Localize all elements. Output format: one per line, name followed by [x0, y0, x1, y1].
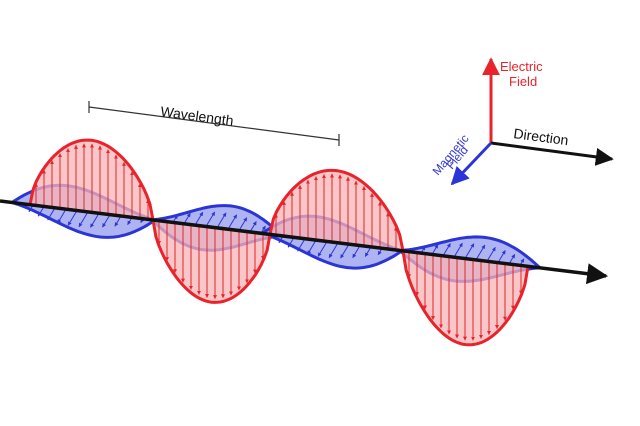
magnetic-field-vector [340, 243, 350, 259]
magnetic-field-vector [183, 212, 191, 225]
electric-lobe [268, 168, 405, 253]
electric-field-wave [28, 138, 530, 347]
electric-field-label-line1: Electric [500, 59, 543, 74]
magnetic-field-vector [486, 247, 496, 262]
magnetic-field-vector [431, 244, 439, 255]
direction-axis [490, 141, 614, 166]
electric-field-label-line2: Field [509, 74, 537, 89]
magnetic-field-vector [453, 242, 463, 258]
magnetic-field-vector [57, 208, 67, 224]
magnetic-field-vector [249, 221, 257, 233]
magnetic-field-vector [475, 244, 486, 261]
magnetic-field-vector [497, 250, 506, 263]
magnetic-field-axis [450, 141, 493, 186]
magnetic-field-vector [67, 210, 78, 226]
magnetic-field-vector [464, 243, 475, 259]
wavelength-bracket: Wavelength [88, 101, 340, 146]
magnetic-field-vector [78, 211, 89, 228]
electric-lobe [151, 218, 272, 304]
magnetic-field-vector [227, 214, 238, 230]
electric-lobe [28, 138, 155, 222]
propagation-axis [0, 199, 609, 285]
magnetic-field-vector [442, 243, 451, 257]
magnetic-field-vector [238, 217, 248, 231]
magnetic-field-vector [114, 215, 122, 227]
magnetic-field-vector [102, 214, 111, 228]
direction-label: Direction [513, 125, 570, 148]
magnetic-field-vector [90, 212, 100, 228]
magnetic-field-vector [194, 211, 204, 226]
axes-legend: Electric Field Direction Magnetic Field [430, 57, 614, 186]
magnetic-field-vector [352, 245, 361, 259]
magnetic-field-vector [317, 241, 328, 257]
electric-lobe [401, 249, 530, 347]
magnetic-field-vector [205, 211, 216, 227]
magnetic-field-vector [216, 212, 227, 229]
magnetic-field-vector [307, 239, 317, 255]
magnetic-field-vector [328, 242, 339, 259]
wavelength-label: Wavelength [160, 103, 235, 128]
